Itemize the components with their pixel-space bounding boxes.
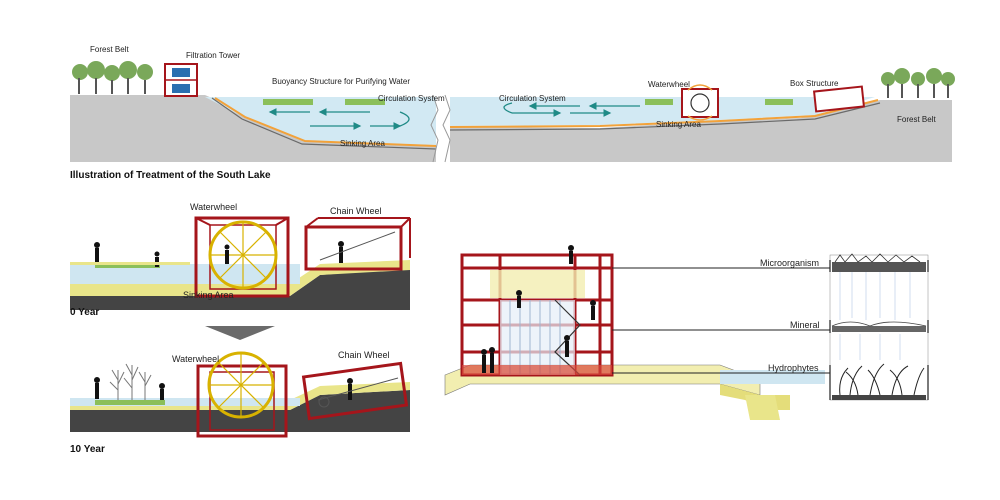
stage10-water (70, 398, 300, 406)
stage0-year-label: 0 Year (70, 307, 99, 318)
stage10-waterwheel-frame (196, 351, 288, 438)
transition-arrow (205, 326, 275, 340)
left-lake-water (205, 97, 436, 145)
stage10-ground (70, 390, 410, 432)
right-bank-ground (450, 100, 952, 162)
stage10-trees (109, 363, 152, 400)
label-buoyancy-structure: Buoyancy Structure for Purifying Water (272, 77, 410, 86)
section-title: Illustration of Treatment of the South L… (70, 170, 271, 181)
stage-0-year-diagram (70, 216, 411, 310)
planter-right-2 (765, 99, 793, 105)
stage0-label-sinking-area: Sinking Area (183, 290, 234, 300)
label-circulation-right: Circulation System (499, 94, 566, 103)
label-waterwheel-top: Waterwheel (648, 80, 690, 89)
stage10-chain-wheel-frame (301, 361, 409, 421)
right-forest-belt-trees (881, 68, 955, 98)
stage10-label-chain-wheel: Chain Wheel (338, 350, 390, 360)
planter-right-1 (645, 99, 673, 105)
left-forest-belt-trees (72, 61, 153, 94)
stage0-label-chain-wheel: Chain Wheel (330, 206, 382, 216)
label-box-structure: Box Structure (790, 79, 839, 88)
buoyancy-structure-left (263, 99, 385, 105)
label-microorganism: Microorganism (760, 258, 819, 268)
filtration-tower (164, 63, 198, 97)
stage10-year-label: 10 Year (70, 444, 105, 455)
waterwheel-box-top (681, 84, 719, 121)
left-lake-liner (214, 97, 437, 147)
label-sinking-area-left: Sinking Area (340, 139, 385, 148)
left-circulation-arrows (268, 108, 410, 130)
stage-10-year-diagram (70, 351, 410, 438)
stage10-label-waterwheel: Waterwheel (172, 354, 219, 364)
hydrophytes-band (832, 395, 926, 400)
mineral-band (832, 326, 926, 332)
label-sinking-area-right: Sinking Area (656, 120, 701, 129)
right-lake-liner (449, 99, 879, 128)
box-structure-top (812, 85, 866, 113)
label-forest-belt-left: Forest Belt (90, 45, 129, 54)
hydrophytes-grass (839, 363, 925, 396)
label-circulation-left: Circulation System (378, 94, 445, 103)
label-hydrophytes: Hydrophytes (768, 363, 819, 373)
layer-sample-panels (829, 253, 929, 401)
label-filtration-tower: Filtration Tower (186, 51, 240, 60)
right-circulation-arrows (503, 102, 640, 117)
stage0-label-waterwheel: Waterwheel (190, 202, 237, 212)
lake-section-diagram: Forest Belt Filtration Tower Buoyancy St… (70, 45, 955, 163)
layer-leader-lines (612, 267, 830, 374)
stage0-waterwheel-frame (194, 216, 290, 298)
microorganism-band (832, 262, 926, 272)
section-break-mark (430, 94, 439, 163)
tower-people (481, 245, 596, 373)
label-mineral: Mineral (790, 320, 820, 330)
purification-tower-perspective (444, 245, 825, 420)
label-forest-belt-right: Forest Belt (897, 115, 936, 124)
stage10-people (94, 377, 353, 400)
stage0-chain-wheel-frame (304, 217, 411, 271)
